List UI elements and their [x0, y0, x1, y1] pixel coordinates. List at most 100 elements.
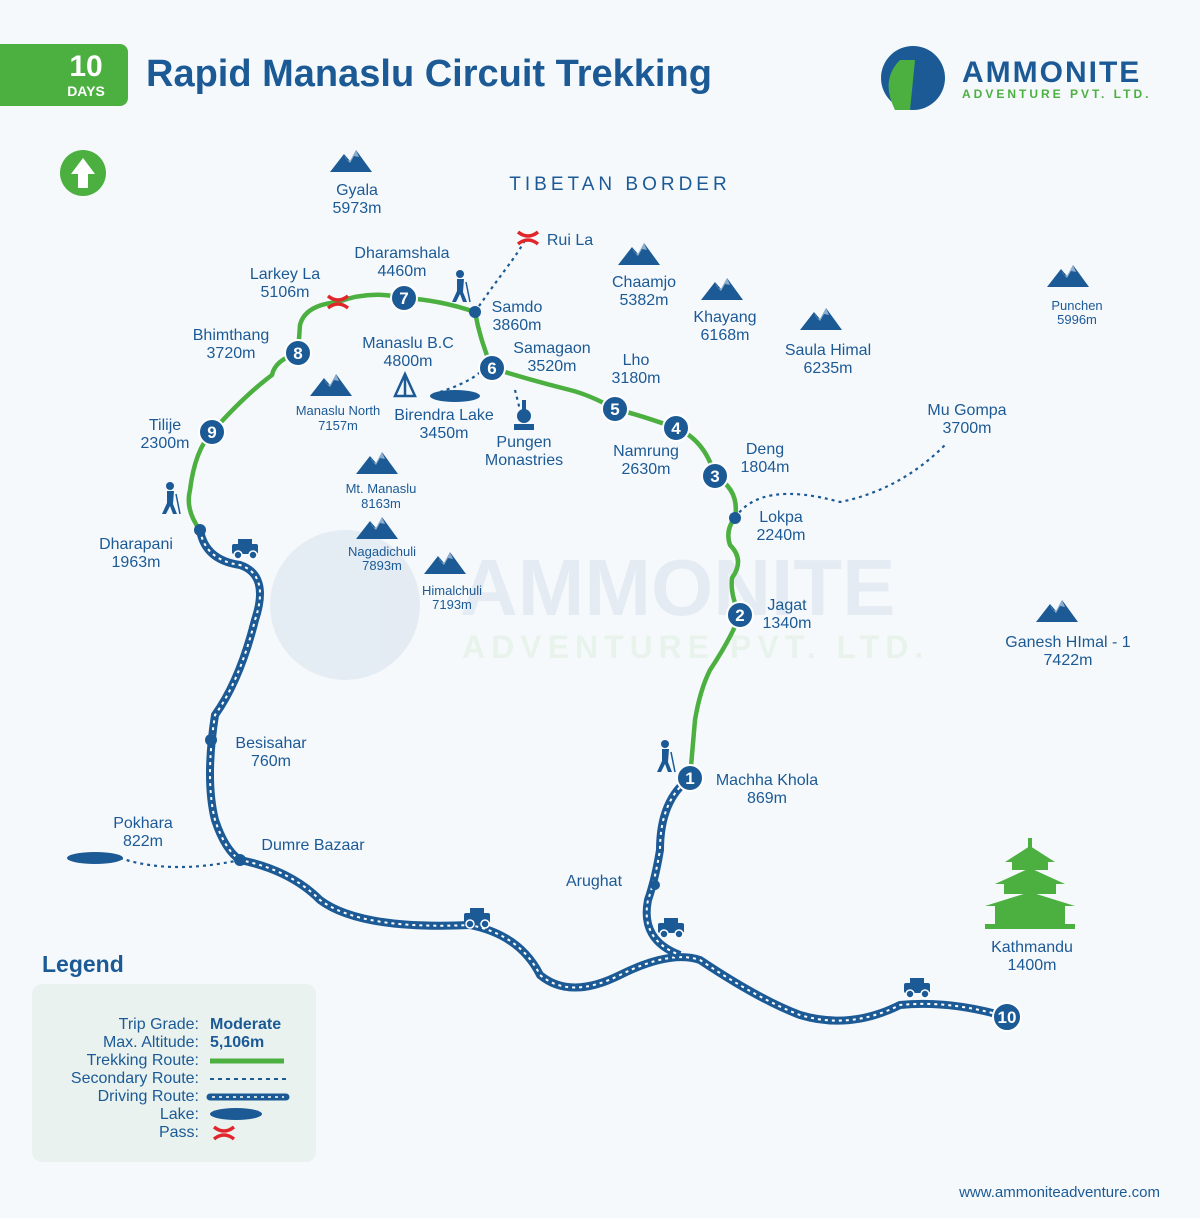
dharapani-marker — [194, 524, 206, 536]
svg-text:AMMONITE: AMMONITE — [460, 543, 896, 632]
logo-name: AMMONITE — [962, 56, 1141, 89]
svg-text:Jagat: Jagat — [767, 597, 807, 614]
svg-text:5382m: 5382m — [620, 292, 669, 309]
mountain-icon — [618, 243, 660, 265]
svg-text:Trekking Route:: Trekking Route: — [87, 1052, 199, 1069]
page-title: Rapid Manaslu Circuit Trekking — [146, 53, 712, 95]
svg-text:Rui La: Rui La — [547, 232, 593, 249]
samdo-marker — [469, 306, 481, 318]
svg-text:Pass:: Pass: — [159, 1124, 199, 1141]
mountain-icon — [1036, 600, 1078, 622]
svg-text:2300m: 2300m — [141, 435, 190, 452]
svg-text:5996m: 5996m — [1057, 312, 1097, 327]
svg-text:1400m: 1400m — [1008, 957, 1057, 974]
stop-7: 7 — [390, 284, 418, 312]
svg-text:Lake:: Lake: — [160, 1106, 199, 1123]
days-badge — [0, 44, 128, 106]
hiker-icon — [161, 481, 181, 515]
svg-text:Arughat: Arughat — [566, 873, 623, 890]
legend: Legend Trip Grade: Max. Altitude: Trekki… — [32, 951, 316, 1162]
jeep-icon — [657, 917, 685, 939]
svg-text:Besisahar: Besisahar — [235, 735, 307, 752]
svg-text:Punchen: Punchen — [1051, 298, 1102, 313]
svg-text:Birendra Lake: Birendra Lake — [394, 407, 494, 424]
svg-text:Chaamjo: Chaamjo — [612, 274, 676, 291]
days-label: DAYS — [67, 83, 105, 99]
svg-text:Himalchuli: Himalchuli — [422, 583, 482, 598]
logo-subtitle: ADVENTURE PVT. LTD. — [962, 87, 1151, 101]
svg-text:ADVENTURE PVT. LTD.: ADVENTURE PVT. LTD. — [462, 629, 929, 665]
svg-text:Dharapani: Dharapani — [99, 536, 173, 553]
svg-text:2240m: 2240m — [757, 527, 806, 544]
svg-text:Pungen: Pungen — [496, 434, 551, 451]
trekking-route — [186, 292, 743, 779]
hiker-icon — [451, 269, 471, 303]
svg-text:2630m: 2630m — [622, 461, 671, 478]
svg-text:3450m: 3450m — [420, 425, 469, 442]
svg-text:1963m: 1963m — [112, 554, 161, 571]
svg-text:2: 2 — [735, 606, 744, 625]
svg-text:Khayang: Khayang — [693, 309, 756, 326]
svg-text:3700m: 3700m — [943, 420, 992, 437]
lokpa-marker — [729, 512, 741, 524]
svg-text:1804m: 1804m — [741, 459, 790, 476]
base-camp-tent-icon — [393, 370, 417, 398]
dumre-marker — [234, 854, 246, 866]
svg-text:3520m: 3520m — [528, 358, 577, 375]
svg-text:760m: 760m — [251, 753, 291, 770]
days-number: 10 — [69, 50, 102, 83]
svg-text:Pokhara: Pokhara — [113, 815, 173, 832]
rui-la-pass-icon — [516, 230, 540, 246]
besisahar-marker — [205, 734, 217, 746]
svg-text:5106m: 5106m — [261, 284, 310, 301]
svg-text:1340m: 1340m — [763, 615, 812, 632]
svg-text:3720m: 3720m — [207, 345, 256, 362]
svg-text:3: 3 — [710, 467, 719, 486]
arughat-marker — [650, 880, 660, 890]
svg-text:9: 9 — [207, 423, 216, 442]
svg-text:7: 7 — [399, 289, 408, 308]
mountain-icon — [310, 374, 352, 396]
svg-text:6235m: 6235m — [804, 360, 853, 377]
svg-text:Deng: Deng — [746, 441, 784, 458]
monastery-stupa-icon — [514, 400, 534, 430]
svg-text:Machha Khola: Machha Khola — [716, 772, 818, 789]
svg-text:5973m: 5973m — [333, 200, 382, 217]
svg-text:Samdo: Samdo — [492, 299, 543, 316]
mountain-icon — [701, 278, 743, 300]
svg-text:3860m: 3860m — [493, 317, 542, 334]
svg-text:Tilije: Tilije — [149, 417, 181, 434]
kathmandu-temple-icon — [985, 838, 1075, 929]
mountain-icon — [1047, 265, 1089, 287]
svg-text:6168m: 6168m — [701, 327, 750, 344]
stop-10: 10 — [992, 1002, 1022, 1032]
svg-text:6: 6 — [487, 359, 496, 378]
svg-text:Saula Himal: Saula Himal — [785, 342, 871, 359]
svg-text:4800m: 4800m — [384, 353, 433, 370]
svg-text:Monastries: Monastries — [485, 452, 563, 469]
svg-text:869m: 869m — [747, 790, 787, 807]
stop-9: 9 — [198, 418, 226, 446]
secondary-routes — [119, 239, 946, 869]
hiker-icon — [656, 739, 676, 773]
svg-text:Ganesh HImal - 1: Ganesh HImal - 1 — [1005, 634, 1130, 651]
svg-text:4: 4 — [671, 419, 681, 438]
svg-text:Namrung: Namrung — [613, 443, 679, 460]
watermark: AMMONITE ADVENTURE PVT. LTD. — [270, 530, 929, 680]
jeep-icon — [903, 977, 931, 999]
svg-text:Trip Grade:: Trip Grade: — [119, 1016, 199, 1033]
svg-text:Secondary Route:: Secondary Route: — [71, 1070, 199, 1087]
svg-text:7422m: 7422m — [1044, 652, 1093, 669]
pokhara-lake — [67, 852, 123, 864]
mountain-icon — [356, 517, 398, 539]
svg-text:10: 10 — [998, 1008, 1017, 1027]
website-link[interactable]: www.ammoniteadventure.com — [958, 1184, 1160, 1201]
stop-8: 8 — [284, 339, 312, 367]
svg-text:Nagadichuli: Nagadichuli — [348, 544, 416, 559]
birendra-lake — [430, 390, 480, 402]
svg-text:8: 8 — [293, 344, 302, 363]
